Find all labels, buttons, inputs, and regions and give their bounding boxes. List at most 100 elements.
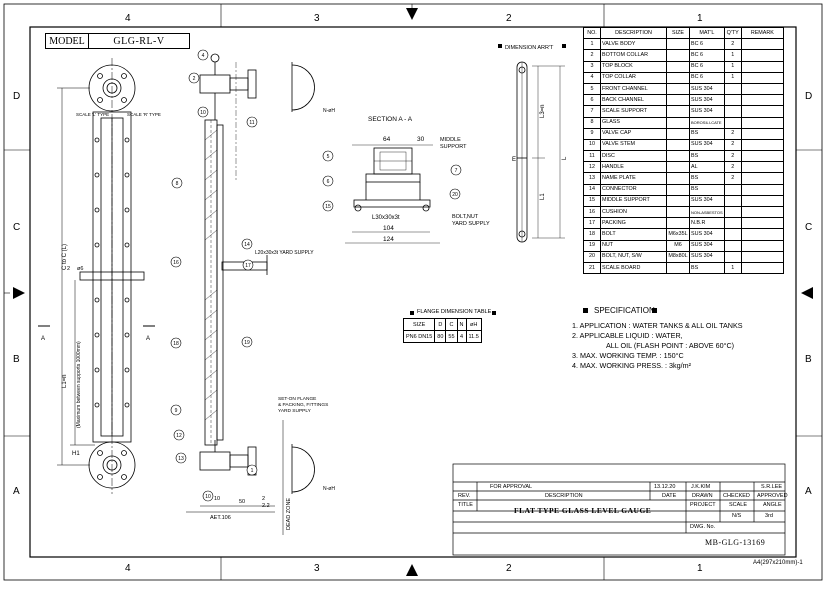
dim-aet: AET.106 xyxy=(210,515,231,521)
bom-cell: SUS 304 xyxy=(689,94,725,107)
flange-h: 11.5 xyxy=(465,330,482,343)
balloon-11: 11 xyxy=(249,120,254,126)
bom-cell xyxy=(666,71,690,84)
bom-cell xyxy=(666,127,690,140)
center-arrow-bottom xyxy=(406,564,418,576)
bom-cell xyxy=(740,194,785,208)
bom-cell xyxy=(666,217,690,230)
bom-cell xyxy=(740,150,785,163)
bom-cell: BS xyxy=(689,172,725,185)
section-dim-angle: L30x30x3t xyxy=(372,215,400,221)
row-right-A: A xyxy=(805,486,812,497)
bom-cell: NON-ASBESTOS xyxy=(689,205,725,219)
bom-cell: BOLT xyxy=(600,228,667,241)
bom-cell xyxy=(740,38,785,51)
bom-cell: AL xyxy=(689,161,725,174)
bom-cell xyxy=(740,161,785,174)
rev-drawn: J.K.KIM xyxy=(691,484,711,490)
bom-cell xyxy=(666,38,690,51)
bom-cell: BC 6 xyxy=(689,38,725,51)
scale-r-label: SCALE 'R' TYPE xyxy=(127,112,161,117)
zone-bottom-4: 4 xyxy=(125,563,131,574)
bom-cell: 2 xyxy=(723,127,742,140)
dim-h1: H1 xyxy=(72,451,80,457)
scale-l-label: SCALE 'L' TYPE xyxy=(76,112,109,117)
bom-cell: SUS 304 xyxy=(689,138,725,152)
flange-header-n: N xyxy=(456,318,467,331)
spec-item-3: 3. MAX. WORKING TEMP. : 150°C xyxy=(572,351,684,360)
section-dim-124: 124 xyxy=(383,236,394,243)
bom-cell: VALVE CAP xyxy=(600,127,667,140)
flange-size: PN6 DN15 xyxy=(402,330,436,343)
section-mark-left: A xyxy=(41,336,45,342)
balloon-5: 5 xyxy=(327,154,330,160)
bom-cell: 9 xyxy=(583,127,601,140)
bom-cell xyxy=(723,194,742,208)
bom-cell xyxy=(666,194,690,208)
bom-header-size: SIZE xyxy=(666,26,690,40)
bom-cell xyxy=(723,94,742,107)
bom-cell: 2 xyxy=(583,49,601,62)
bom-cell: 2 xyxy=(723,38,742,51)
balloon-14: 14 xyxy=(244,242,250,248)
spec-title: SPECIFICATION xyxy=(594,306,655,315)
bom-cell: SUS 304 xyxy=(689,228,725,241)
bom-cell xyxy=(723,205,742,219)
outer-frame xyxy=(3,3,823,581)
balloon-10b: 10 xyxy=(205,494,211,500)
bom-cell xyxy=(740,82,785,96)
bom-cell: N.B.R xyxy=(689,217,725,230)
drawing-title: FLAT TYPE GLASS LEVEL GAUGE xyxy=(514,506,652,515)
dim-arrt-e: E xyxy=(512,157,516,163)
dim-bottom-50: 50 xyxy=(239,499,245,505)
bom-cell xyxy=(740,239,785,252)
bill-of-materials: NO. DESCRIPTION SIZE MAT'L Q'TY REMARK 1… xyxy=(583,26,785,275)
title-block-lines xyxy=(452,463,786,556)
balloon-16: 16 xyxy=(173,260,179,266)
flange-note-2: & PACKING, FITTINGS xyxy=(278,402,328,408)
zone-bottom-3: 3 xyxy=(314,563,320,574)
bom-cell xyxy=(740,183,785,196)
bom-cell xyxy=(740,127,785,140)
bom-cell: 7 xyxy=(583,105,601,118)
section-dim-104: 104 xyxy=(383,225,394,232)
bom-cell: BC 6 xyxy=(689,60,725,73)
bom-cell: NAME PLATE xyxy=(600,172,667,185)
dim-l1: L1=n xyxy=(62,374,68,388)
bom-cell: HANDLE xyxy=(600,161,667,174)
bom-cell xyxy=(723,250,742,263)
flange-note-3: YARD SUPPLY xyxy=(278,408,312,414)
header-rev: REV. xyxy=(458,493,471,499)
balloon-9: 9 xyxy=(175,408,178,414)
dwg-number: MB-GLG-13169 xyxy=(705,538,766,547)
bom-cell xyxy=(666,205,690,219)
bom-cell: SUS 304 xyxy=(689,105,725,118)
bom-cell: 3 xyxy=(583,60,601,73)
side-view xyxy=(186,53,315,535)
dim-note: (Maximum between supports 1000mm) xyxy=(76,341,82,428)
bom-cell: 1 xyxy=(583,38,601,51)
balloon-12: 12 xyxy=(176,433,182,439)
balloon-15: 15 xyxy=(325,204,331,210)
bom-cell: M6 xyxy=(666,239,690,252)
dim-arrt-l: L xyxy=(562,156,568,160)
bom-cell: 17 xyxy=(583,217,601,230)
row-left-A: A xyxy=(13,486,20,497)
flange-header-h: øH xyxy=(465,318,482,331)
bom-cell xyxy=(723,105,742,118)
bom-cell xyxy=(740,71,785,84)
bom-cell: 15 xyxy=(583,194,601,208)
bom-cell: 2 xyxy=(723,150,742,163)
row-left-D: D xyxy=(13,91,20,102)
bom-cell xyxy=(740,261,785,275)
bom-cell xyxy=(666,105,690,118)
section-mark-right: A xyxy=(146,336,150,342)
bom-cell: 16 xyxy=(583,205,601,219)
